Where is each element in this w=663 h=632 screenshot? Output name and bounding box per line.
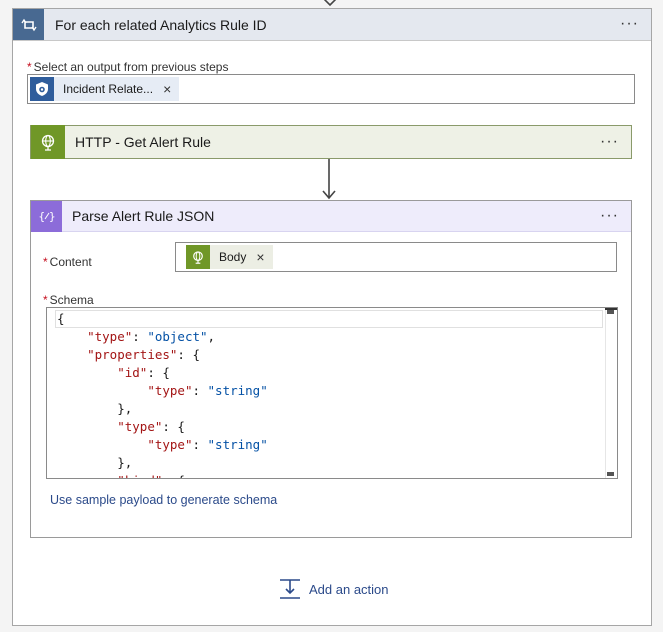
foreach-container: For each related Analytics Rule ID ··· *… [12, 8, 652, 626]
schema-code-line: "type": "string" [147, 383, 268, 398]
schema-code-line: "type": "object", [87, 329, 216, 344]
schema-code-line: { [57, 311, 65, 326]
schema-scrollbar[interactable] [605, 308, 617, 478]
schema-code-line: "properties": { [87, 347, 200, 362]
sentinel-shield-icon [30, 77, 54, 101]
add-an-action-label: Add an action [309, 581, 389, 597]
current-line-highlight [55, 310, 603, 328]
parse-json-header[interactable]: { } Parse Alert Rule JSON ··· [31, 200, 631, 232]
foreach-header[interactable]: For each related Analytics Rule ID ··· [13, 9, 651, 41]
required-mark: * [27, 60, 32, 74]
add-an-action-button[interactable]: Add an action [279, 579, 389, 599]
use-sample-payload-link[interactable]: Use sample payload to generate schema [50, 493, 278, 507]
body-token[interactable]: Body × [186, 245, 273, 269]
parse-step-title: Parse Alert Rule JSON [72, 208, 215, 224]
foreach-title: For each related Analytics Rule ID [55, 16, 267, 33]
schema-code-line: }, [57, 455, 133, 470]
http-step-more-icon[interactable]: ··· [600, 133, 619, 150]
schema-required-mark: * [43, 293, 48, 307]
select-output-label: *Select an output from previous steps [27, 60, 228, 74]
scrollbar-top-edge [605, 308, 617, 310]
schema-code-line: "type": "string" [147, 437, 268, 452]
schema-code-line: "type": { [117, 419, 185, 434]
body-globe-icon [186, 245, 210, 269]
schema-code-line: }, [57, 401, 133, 416]
remove-body-token-icon[interactable]: × [256, 249, 265, 265]
add-action-icon [280, 579, 300, 599]
select-output-field[interactable]: Incident Relate... × [27, 74, 635, 104]
content-field[interactable]: Body × [175, 242, 617, 272]
loop-icon [13, 9, 44, 40]
foreach-more-icon[interactable]: ··· [620, 15, 639, 32]
select-output-label-text: Select an output from previous steps [33, 60, 229, 74]
step-connector-arrow-icon [322, 159, 336, 200]
top-connector-arrow-icon [323, 0, 337, 7]
schema-code-line: "id": { [117, 365, 170, 380]
http-get-alert-rule-card[interactable]: HTTP - Get Alert Rule ··· [30, 125, 632, 159]
content-required-mark: * [43, 255, 48, 269]
schema-code-line: "kind": { [57, 472, 268, 478]
http-globe-icon [31, 125, 65, 159]
http-step-title: HTTP - Get Alert Rule [75, 134, 211, 150]
schema-label: *Schema [43, 293, 94, 307]
scroll-thumb-top[interactable] [607, 310, 614, 314]
parse-step-more-icon[interactable]: ··· [600, 207, 619, 224]
schema-label-text: Schema [49, 293, 94, 307]
parse-json-braces-icon: { } [31, 200, 62, 232]
incident-related-token-label: Incident Relate... [63, 82, 154, 96]
parse-json-card: { } Parse Alert Rule JSON ··· *Content [30, 200, 632, 538]
remove-token-icon[interactable]: × [163, 81, 172, 97]
body-token-label: Body [219, 250, 247, 264]
schema-editor[interactable]: { "type": "object", "properties": { "id"… [46, 307, 618, 479]
schema-code: { "type": "object", "properties": { "id"… [57, 310, 268, 478]
incident-related-token[interactable]: Incident Relate... × [30, 77, 180, 101]
content-label-text: Content [49, 255, 92, 269]
content-label: *Content [43, 255, 92, 269]
scroll-thumb-bottom[interactable] [607, 472, 614, 476]
